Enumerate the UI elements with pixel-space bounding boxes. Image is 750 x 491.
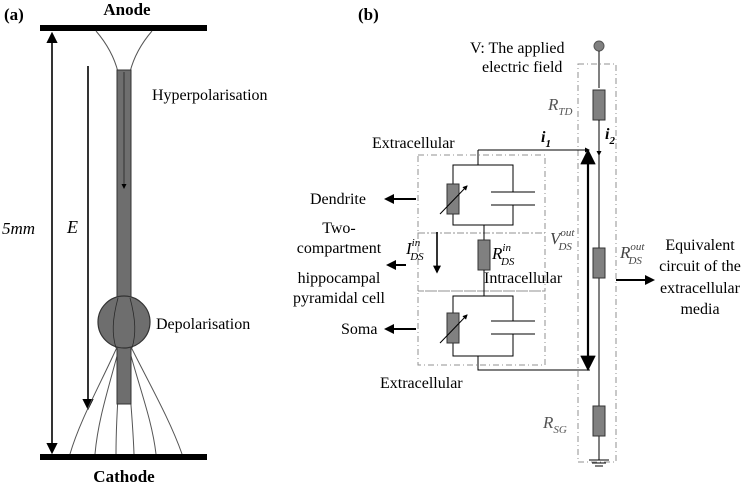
panel-a-label: (a) [4,5,24,24]
cathode-label: Cathode [93,467,155,486]
soma-resistor [446,312,460,344]
r-sg-label: RSG [542,413,567,436]
applied-field-line1: V: The applied [470,40,565,57]
hyperpolarisation-label: Hyperpolarisation [152,87,268,104]
soma-label: Soma [341,321,377,338]
r-ds-in-resistor [477,239,491,271]
soma-box [417,290,546,366]
dashed-boxes [417,63,617,463]
extracellular-bottom-label: Extracellular [380,375,463,392]
ground-icon [589,459,609,467]
extracellular-top-label: Extracellular [372,135,455,152]
anode-label: Anode [103,0,151,19]
applied-field-line2: electric field [482,59,562,76]
soma-field-lines [112,297,136,349]
cell-label: Two- compartment hippocampal pyramidal c… [293,220,386,307]
equivalent-line-1: Equivalent [665,237,735,254]
panel-a: (a) Anode Cathode 5mm E [2,0,268,486]
dendrite-resistor [446,183,460,215]
dendrite-label: Dendrite [310,191,366,208]
equivalent-label: Equivalent circuit of the extracellular … [659,237,741,318]
equivalent-line-3: extracellular [660,280,741,297]
panel-b-label: (b) [358,5,379,24]
r-td-label: RTD [547,95,573,118]
i1-label: i1 [541,129,551,150]
intracellular-label: Intracellular [484,270,563,287]
cell-label-line-1: Two- [322,220,356,237]
intracellular-box [417,232,546,292]
i2-label: i2 [605,126,615,147]
extracellular-media-box [577,63,617,463]
field-lines-top [95,30,153,73]
r-sg-resistor [592,405,606,437]
panel-b: (b) V: The applied electric field RTD i2… [293,5,741,467]
dendrite-variable-arrow [439,185,468,215]
dendrite-circuit [452,164,535,240]
field-label: E [66,217,78,237]
depolarisation-label: Depolarisation [156,316,250,333]
voltage-terminal [593,40,605,52]
distance-label: 5mm [2,219,35,238]
cell-label-line-2: compartment [297,240,382,257]
cell-label-line-4: pyramidal cell [293,290,386,307]
cell-label-line-3: hippocampal [298,270,381,287]
equivalent-line-2: circuit of the [659,258,741,275]
anode-electrode [40,25,207,31]
cathode-electrode [40,454,207,460]
r-td-resistor [592,89,606,121]
r-ds-out-resistor [592,247,606,279]
dendrite-box [417,154,546,234]
soma-circuit [452,295,590,371]
soma-variable-arrow [439,314,468,344]
equivalent-line-4: media [680,301,719,318]
soma-body [97,295,151,349]
